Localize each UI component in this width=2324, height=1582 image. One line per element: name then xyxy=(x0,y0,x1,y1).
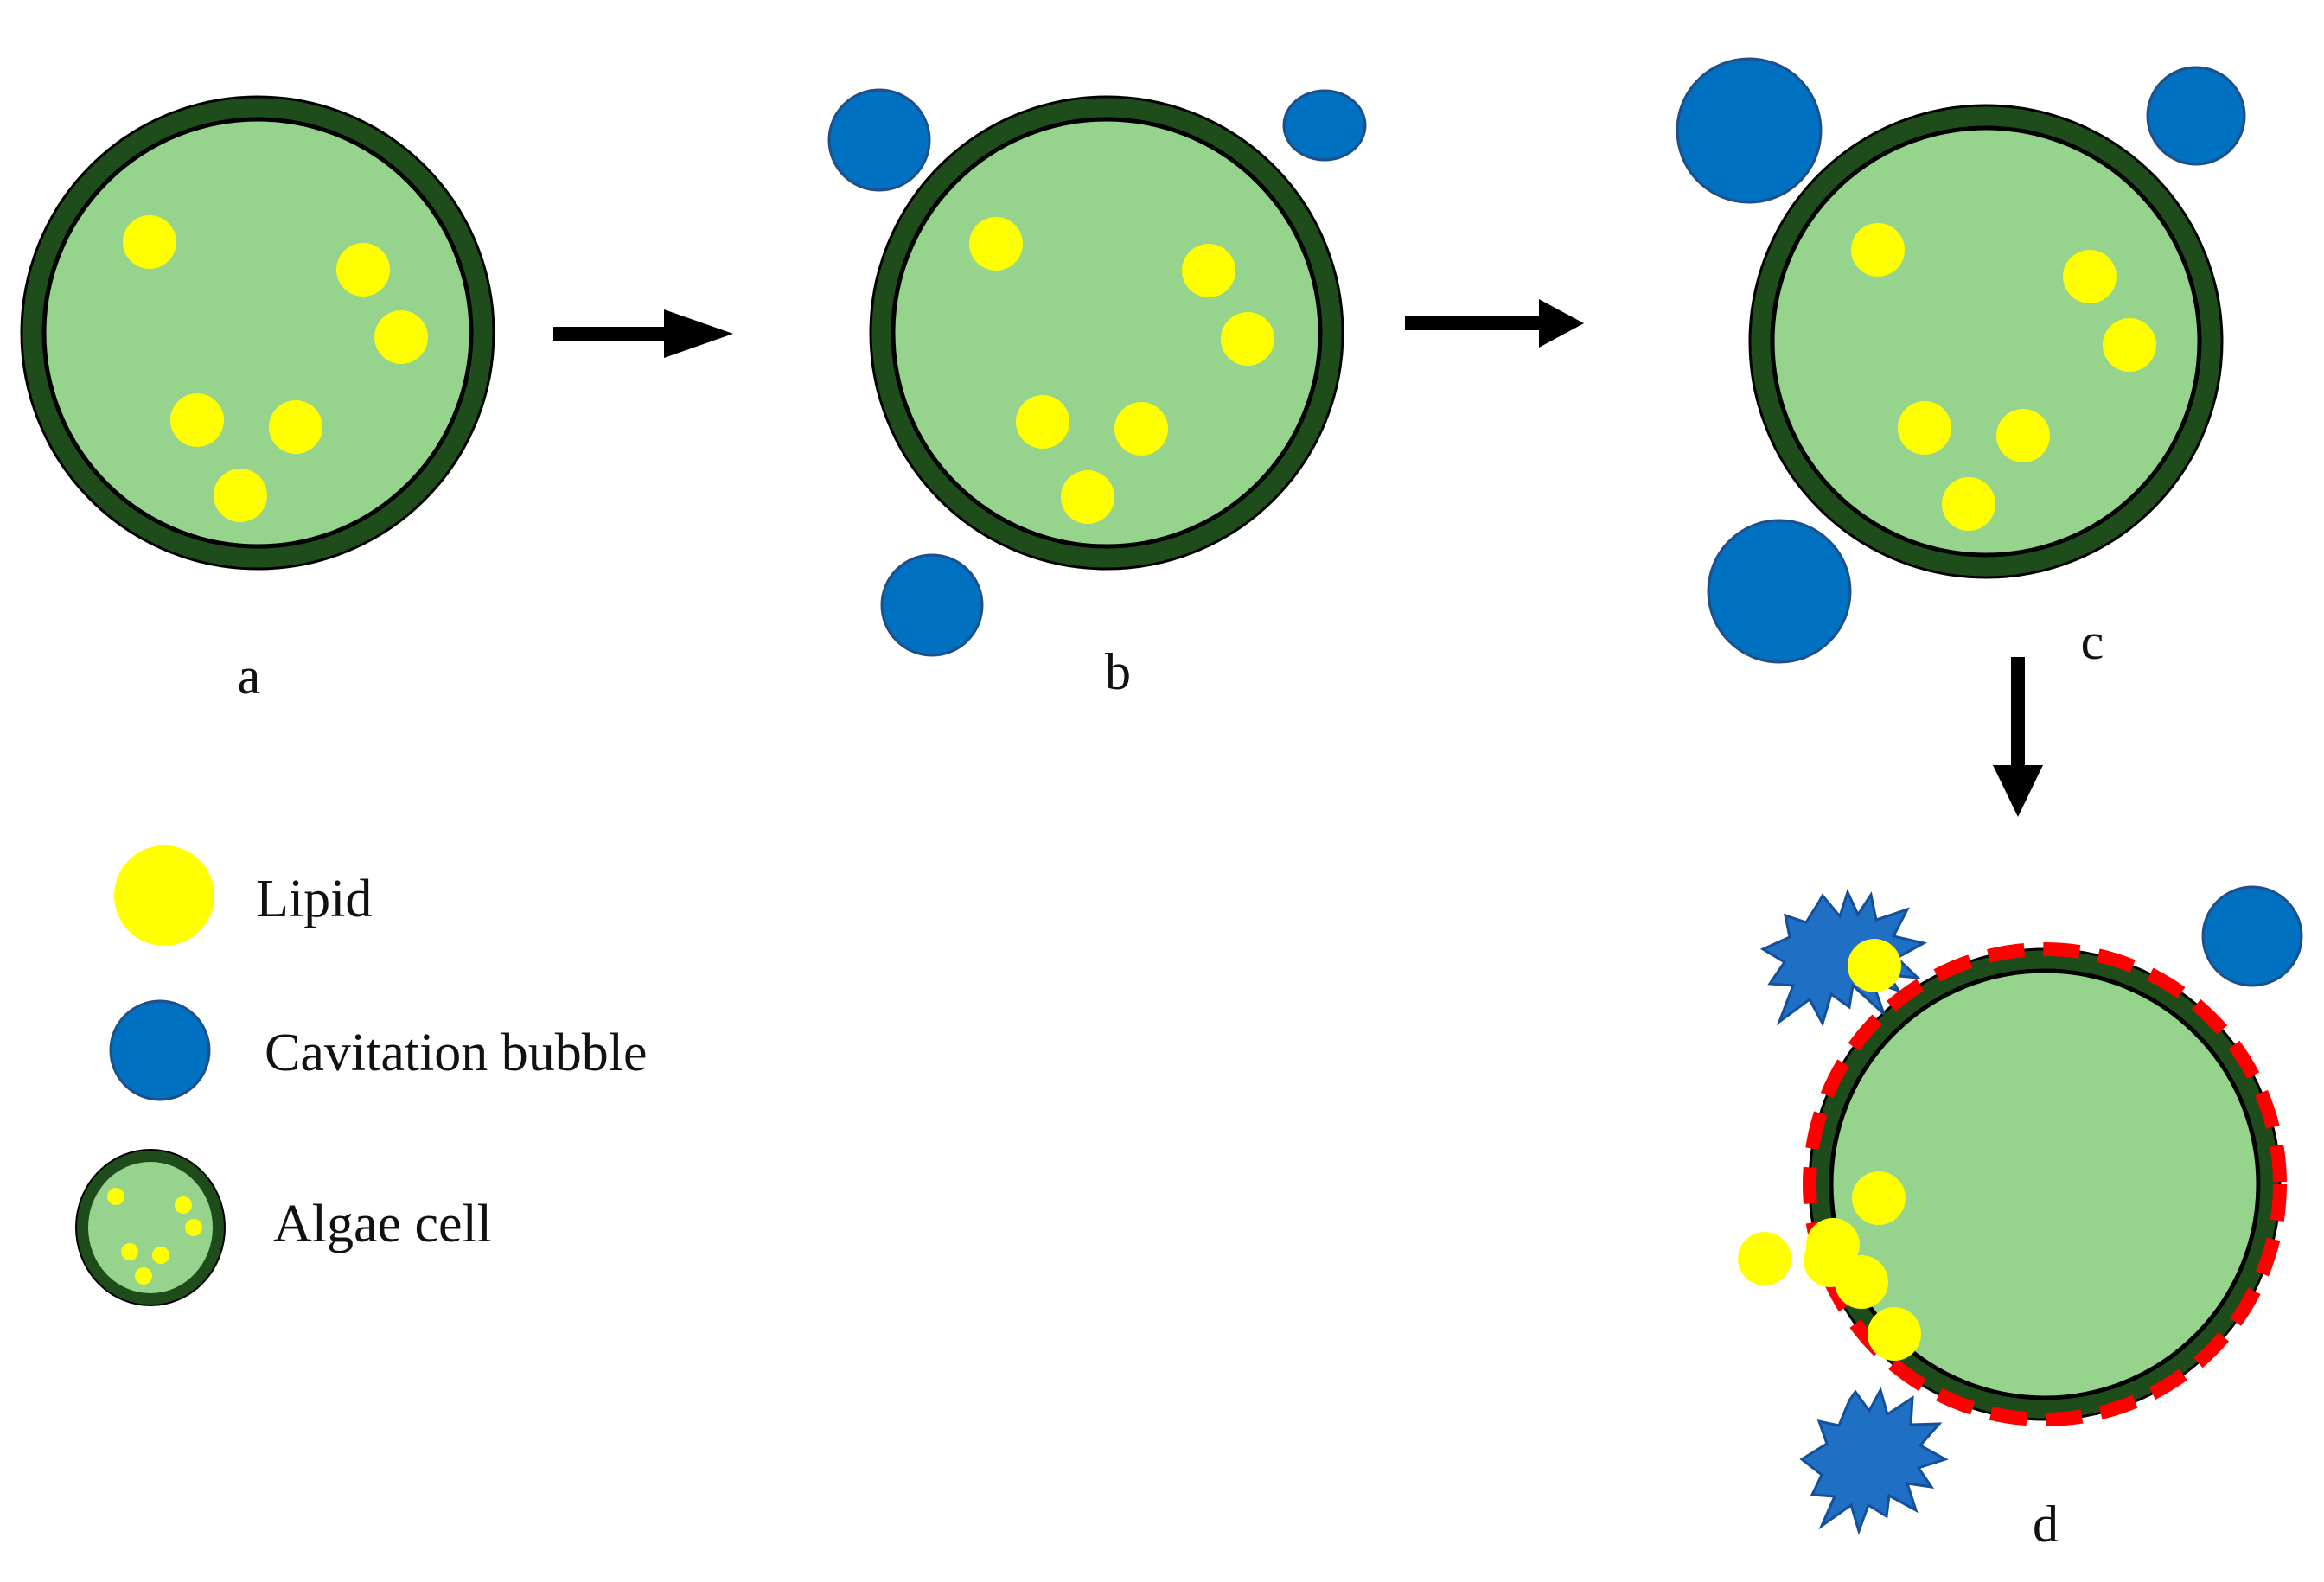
stage-label-d: d xyxy=(2033,1496,2059,1553)
lipid-droplet xyxy=(1182,244,1235,297)
lipid-droplet xyxy=(1114,402,1168,456)
lipid-droplet xyxy=(1942,477,1995,531)
cavitation-bubble xyxy=(2201,885,2303,987)
lipid-group-c xyxy=(1851,223,2156,531)
lipid-droplet xyxy=(336,243,390,297)
legend-item-algae-cell: Algae cell xyxy=(75,1149,492,1306)
algae-cell-a xyxy=(20,95,495,571)
burst-icon xyxy=(1759,888,1928,1027)
stage-label-a: a xyxy=(238,647,261,705)
stage-d: d xyxy=(1738,885,2303,1553)
lipid-droplet xyxy=(374,310,428,364)
lipid-droplet xyxy=(969,217,1023,271)
lipid-droplet xyxy=(1806,1218,1860,1272)
burst-icon xyxy=(1799,1387,1949,1535)
lipid-icon xyxy=(114,845,214,946)
lipid-droplet xyxy=(2063,250,2116,303)
cavitation-bubble xyxy=(1707,519,1852,664)
released-lipids-d xyxy=(1738,939,1921,1361)
stage-label-c: c xyxy=(2081,613,2104,670)
lipid-droplet xyxy=(170,393,224,447)
lipid-group-a xyxy=(123,215,428,522)
legend-item-lipid: Lipid xyxy=(114,845,372,946)
lipid-droplet xyxy=(1016,395,1069,449)
algae-cell-icon xyxy=(75,1149,226,1306)
legend-item-cavitation-bubble: Cavitation bubble xyxy=(109,999,648,1101)
lipid-droplet xyxy=(1835,1255,1888,1309)
cavitation-bubble xyxy=(880,553,984,657)
lipid-droplet xyxy=(1868,1307,1921,1361)
algae-cell-d-ruptured xyxy=(1803,942,2287,1426)
legend: Lipid Cavitation bubble Algae cell xyxy=(75,845,648,1306)
cavitation-bubble-icon xyxy=(109,999,211,1101)
cavitation-bubble xyxy=(2146,66,2246,166)
lipid-droplet xyxy=(123,215,176,269)
lipid-droplet xyxy=(1898,401,1951,455)
legend-label-lipid: Lipid xyxy=(256,870,372,928)
lipid-droplet xyxy=(1848,939,1901,992)
lipid-droplet xyxy=(1061,470,1114,524)
lipid-group-b xyxy=(969,217,1274,524)
lipid-droplet xyxy=(1852,1171,1906,1225)
legend-label-cavitation-bubble: Cavitation bubble xyxy=(265,1024,648,1082)
cavitation-bubble xyxy=(1282,89,1367,162)
legend-label-algae-cell: Algae cell xyxy=(273,1195,492,1253)
arrow-a-to-b xyxy=(553,309,733,358)
cavitation-bubble xyxy=(1676,57,1823,204)
lipid-droplet xyxy=(269,400,322,454)
lipid-droplet xyxy=(1738,1232,1791,1285)
stage-b: b xyxy=(827,88,1367,700)
stage-label-b: b xyxy=(1105,643,1131,700)
stage-c: c xyxy=(1676,57,2246,670)
lipid-droplet xyxy=(214,469,267,522)
bubble-collapse-burst xyxy=(1759,888,1949,1535)
arrow-b-to-c xyxy=(1405,299,1584,348)
lipid-droplet xyxy=(2103,318,2156,372)
cavitation-bubble xyxy=(827,88,931,192)
cavitation-bubbles-c xyxy=(1676,57,2246,664)
rupture-outline xyxy=(1803,942,2287,1426)
cavitation-bubbles-b xyxy=(827,88,1367,657)
lipid-droplet xyxy=(1221,312,1274,366)
stage-a: a xyxy=(20,95,495,705)
lipid-droplet xyxy=(1996,409,2050,462)
arrow-c-to-d xyxy=(1993,657,2043,817)
lipid-droplet xyxy=(1851,223,1905,277)
